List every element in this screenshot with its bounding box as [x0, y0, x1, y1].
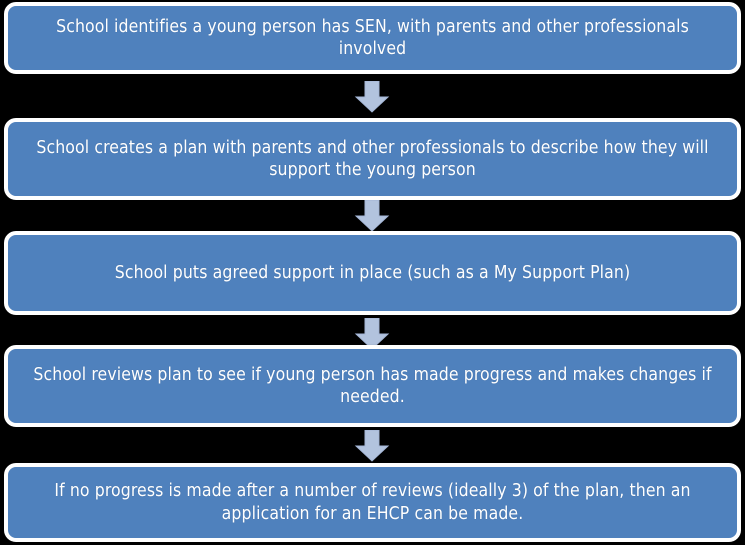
flow-step-box: School reviews plan to see if young pers…	[4, 345, 741, 427]
flow-step-label: School puts agreed support in place (suc…	[114, 262, 631, 283]
flow-step-box: School creates a plan with parents and o…	[4, 118, 741, 200]
flow-step-box: School puts agreed support in place (suc…	[4, 231, 741, 315]
flow-step-label: If no progress is made after a number of…	[54, 481, 691, 524]
flow-step-box: If no progress is made after a number of…	[4, 463, 741, 542]
down-arrow-icon	[354, 430, 390, 462]
flow-step-label: School reviews plan to see if young pers…	[33, 364, 712, 407]
down-arrow-icon	[354, 318, 390, 350]
down-arrow-icon	[354, 81, 390, 113]
flow-step-label: School identifies a young person has SEN…	[56, 16, 689, 59]
down-arrow-icon	[354, 200, 390, 232]
flow-step-box: School identifies a young person has SEN…	[4, 2, 741, 74]
flow-step-label: School creates a plan with parents and o…	[36, 137, 709, 180]
